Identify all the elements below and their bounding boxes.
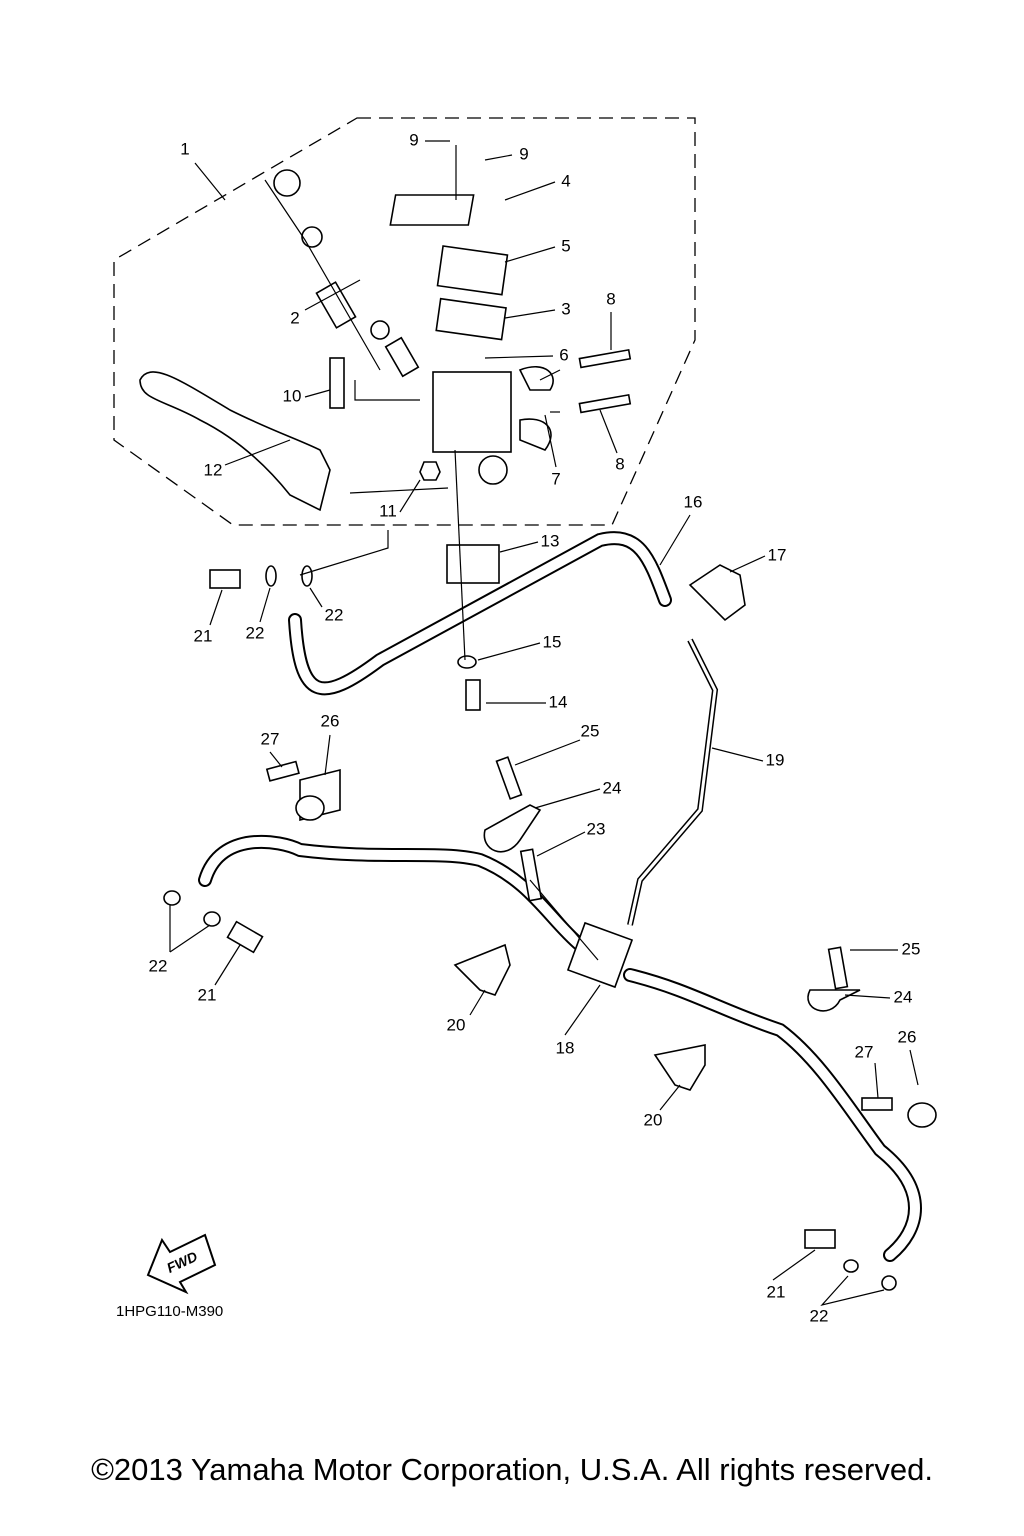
callout-24: 24 [603,778,622,797]
clamp-20 [453,943,511,996]
clamp-24 [807,989,861,1012]
bolt-27 [861,1097,893,1111]
copyright-notice: ©2013 Yamaha Motor Corporation, U.S.A. A… [91,1452,933,1487]
callout-1: 1 [180,139,189,158]
callout-25: 25 [581,721,600,740]
switch-screw [465,679,481,711]
callout-26: 26 [321,711,340,730]
callout-18: 18 [556,1038,575,1057]
callout-20: 20 [447,1015,466,1034]
callout-17: 17 [768,545,787,564]
callout-26: 26 [898,1027,917,1046]
callout-16: 16 [684,492,703,511]
clamp-20 [653,1044,706,1091]
brake-hose-upper [288,531,672,696]
clamp-24 [483,804,542,853]
cup [370,320,390,340]
guide [907,1102,937,1128]
union-bolt [226,920,264,954]
callout-19: 19 [766,750,785,769]
callout-4: 4 [561,171,570,190]
callout-25: 25 [902,939,921,958]
callout-23: 23 [587,819,606,838]
circlip [301,226,323,248]
holder-bolt [578,393,632,414]
callout-14: 14 [549,692,568,711]
callout-22: 22 [810,1306,829,1325]
callout-21: 21 [194,626,213,645]
gasket [301,565,313,587]
callout-21: 21 [767,1282,786,1301]
hose-clip-17 [688,564,746,622]
nut [419,461,441,481]
leader-lines [169,140,919,1307]
callout-6: 6 [559,345,568,364]
gasket [203,911,221,927]
callout-21: 21 [198,985,217,1004]
brake-pipe-19 [627,638,719,926]
washer [457,655,477,669]
callout-7: 7 [551,469,560,488]
callout-2: 2 [290,308,299,327]
callout-27: 27 [261,729,280,748]
callout-13: 13 [541,531,560,550]
diaphragm-plate [436,245,509,296]
callout-22: 22 [325,605,344,624]
joint-18 [566,921,634,989]
callout-8: 8 [615,454,624,473]
diaphragm [435,297,507,341]
cylinder-outlet [478,455,508,485]
callout-9: 9 [409,130,418,149]
callout-22: 22 [149,956,168,975]
brake-switch [446,544,500,584]
brake-hose-right [623,968,922,1262]
diagram-code: 1HPG110-M390 [116,1303,223,1320]
fwd-arrow-icon: FWD [146,1233,217,1295]
lever-bolt [329,357,345,409]
callout-8: 8 [606,289,615,308]
holder [518,365,554,451]
callout-5: 5 [561,236,570,255]
callout-10: 10 [283,386,302,405]
spring [384,336,420,378]
union-bolt [804,1229,836,1249]
boot [273,169,301,197]
callout-20: 20 [644,1110,663,1129]
gasket [265,565,277,587]
callout-27: 27 [855,1042,874,1061]
bolt-27 [265,760,300,782]
callout-24: 24 [894,987,913,1006]
callout-22: 22 [246,623,265,642]
assembly-boundary [113,117,696,526]
guide [295,795,325,821]
callout-12: 12 [204,460,223,479]
callout-9: 9 [519,144,528,163]
gasket [881,1275,897,1291]
bolt-25 [495,756,523,800]
callout-11: 11 [379,501,397,520]
brake-lever [139,371,331,512]
bolt-25 [827,946,849,990]
gasket [163,890,181,906]
gasket [843,1259,859,1273]
callout-15: 15 [543,632,562,651]
piston [315,281,357,329]
reservoir-cap [389,194,475,226]
holder-bolt [578,348,632,369]
union-bolt [209,569,241,589]
master-cylinder-body [432,371,512,453]
callout-3: 3 [561,299,570,318]
